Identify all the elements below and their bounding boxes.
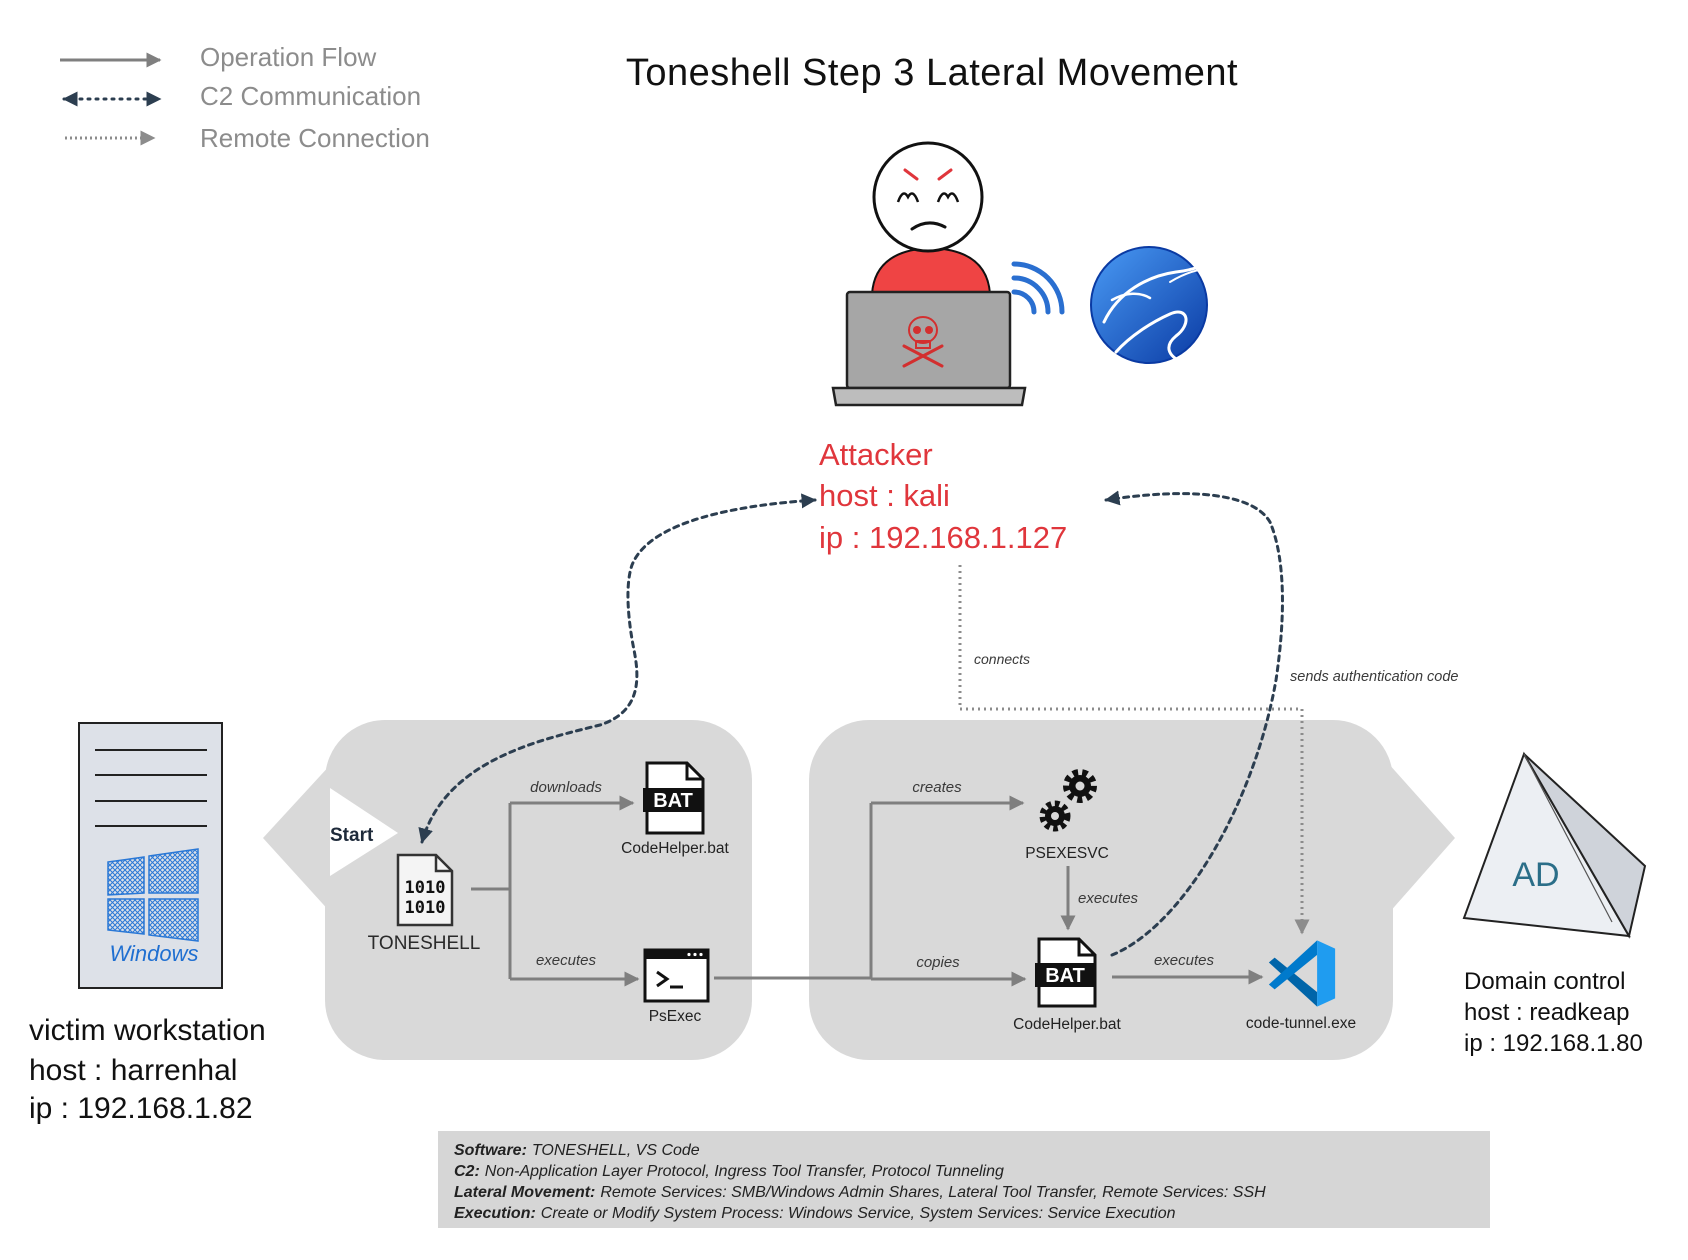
psexec-label: PsExec bbox=[649, 1008, 702, 1025]
gears-icon bbox=[1039, 769, 1097, 832]
summary-value: Non-Application Layer Protocol, Ingress … bbox=[485, 1163, 1004, 1180]
binary-line-2: 1010 bbox=[405, 898, 446, 918]
summary-line-lateral-movement: Lateral Movement: Remote Services: SMB/Wi… bbox=[454, 1184, 1266, 1201]
psexesvc-label: PSEXESVC bbox=[1025, 845, 1109, 862]
codehelper-bat-label: CodeHelper.bat bbox=[621, 840, 729, 857]
attacker-person-icon bbox=[870, 141, 992, 295]
legend-operation-flow-label: Operation Flow bbox=[200, 42, 377, 72]
workstation-stage-pointer bbox=[263, 763, 332, 914]
dc-role: Domain control bbox=[1464, 968, 1625, 995]
windows-logo-icon bbox=[107, 848, 199, 942]
summary-label: C2: bbox=[454, 1163, 480, 1180]
dc-stage: creates copies PSEXESVC executes BAT Cod… bbox=[714, 720, 1455, 1060]
toneshell-c2-line bbox=[418, 493, 817, 844]
start-label: Start bbox=[330, 825, 374, 846]
dc-stage-box bbox=[809, 720, 1393, 1060]
terminal-icon bbox=[643, 948, 710, 1003]
summary-line-execution: Execution: Create or Modify System Proces… bbox=[454, 1205, 1176, 1222]
auth-code-label: sends authentication code bbox=[1290, 669, 1459, 685]
summary-value: Remote Services: SMB/Windows Admin Share… bbox=[600, 1184, 1266, 1201]
bat-file-icon: BAT bbox=[1035, 937, 1097, 1008]
skull-icon bbox=[902, 316, 944, 368]
dc-ip: ip : 192.168.1.80 bbox=[1464, 1030, 1643, 1057]
active-directory-pyramid-icon: AD bbox=[1462, 751, 1647, 939]
summary-value: TONESHELL, VS Code bbox=[532, 1142, 700, 1159]
technique-summary: Software: TONESHELL, VS Code C2: Non-Appli… bbox=[438, 1131, 1490, 1228]
summary-line-c2: C2: Non-Application Layer Protocol, Ingre… bbox=[454, 1163, 1004, 1180]
wifi-signal-icon bbox=[1011, 261, 1065, 315]
bat-executes-label: executes bbox=[1154, 952, 1215, 969]
binary-line-1: 1010 bbox=[405, 878, 446, 898]
binary-file-icon: 1010 1010 bbox=[396, 853, 454, 927]
toneshell-label: TONESHELL bbox=[368, 933, 481, 954]
copies-label: copies bbox=[916, 954, 960, 971]
summary-box bbox=[438, 1131, 1490, 1228]
vscode-icon bbox=[1268, 940, 1336, 1007]
cross-stage-flow-lines bbox=[714, 795, 1264, 987]
dc-codehelper-bat-label: CodeHelper.bat bbox=[1013, 1016, 1121, 1033]
bat-file-icon: BAT bbox=[643, 761, 705, 835]
bat-icon-text: BAT bbox=[1045, 965, 1085, 987]
legend-remote-label: Remote Connection bbox=[200, 123, 430, 153]
dc-host: host : readkeap bbox=[1464, 999, 1629, 1026]
victim-role: victim workstation bbox=[29, 1014, 266, 1047]
windows-workstation-icon: Windows bbox=[78, 722, 223, 989]
workstation-stage: Start 1010 1010 TONESHELL downloads exec… bbox=[263, 720, 752, 1060]
attacker-ip: ip : 192.168.1.127 bbox=[819, 520, 1067, 555]
psexesvc-executes-label: executes bbox=[1078, 890, 1139, 907]
ad-badge: AD bbox=[1512, 856, 1559, 894]
downloads-label: downloads bbox=[530, 779, 602, 796]
dc-stage-pointer bbox=[1388, 763, 1455, 914]
bat-icon-text: BAT bbox=[653, 790, 693, 812]
windows-logo-text: Windows bbox=[109, 941, 198, 966]
victim-host: host : harrenhal bbox=[29, 1054, 237, 1087]
summary-label: Lateral Movement: bbox=[454, 1184, 595, 1201]
summary-line-software: Software: TONESHELL, VS Code bbox=[454, 1142, 700, 1159]
executes-label: executes bbox=[536, 952, 597, 969]
summary-value: Create or Modify System Process: Windows… bbox=[541, 1205, 1176, 1222]
auth-code-c2-line bbox=[1104, 490, 1284, 957]
code-tunnel-label: code-tunnel.exe bbox=[1246, 1015, 1356, 1032]
laptop-skull-icon bbox=[831, 290, 1027, 407]
summary-label: Software: bbox=[454, 1142, 527, 1159]
connects-label: connects bbox=[974, 651, 1030, 667]
legend: Operation Flow C2 Communication Remote C… bbox=[60, 42, 430, 153]
legend-c2-label: C2 Communication bbox=[200, 81, 421, 111]
summary-label: Execution: bbox=[454, 1205, 536, 1222]
attacker-role: Attacker bbox=[819, 437, 933, 472]
victim-ip: ip : 192.168.1.82 bbox=[29, 1092, 253, 1125]
diagram-title: Toneshell Step 3 Lateral Movement bbox=[626, 52, 1238, 94]
kali-linux-logo-icon bbox=[1090, 246, 1227, 364]
start-marker bbox=[330, 788, 398, 876]
remote-connection-line bbox=[958, 565, 1310, 935]
attacker-host: host : kali bbox=[819, 478, 950, 513]
creates-label: creates bbox=[912, 779, 962, 796]
